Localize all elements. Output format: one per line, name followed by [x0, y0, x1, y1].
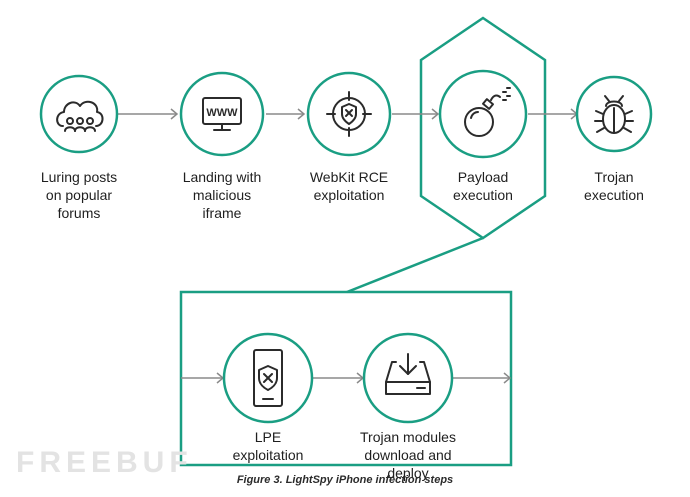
cloud-users-icon	[56, 100, 104, 132]
freebuf-watermark: FREEBUF	[16, 446, 193, 479]
bomb-icon	[464, 87, 511, 137]
label-lpe: LPE exploitation	[232, 429, 304, 463]
crosshair-shield-icon	[326, 91, 372, 137]
label-modules: Trojan modules download and deploy	[360, 429, 456, 481]
download-drive-icon	[385, 353, 431, 395]
phone-shield-icon	[253, 349, 283, 407]
label-payload: Payload execution	[453, 169, 513, 203]
label-webkit: WebKit RCE exploitation	[309, 169, 389, 203]
step-circle-modules	[362, 332, 454, 424]
label-landing: Landing with malicious iframe	[182, 169, 262, 221]
figure-caption: Figure 3. LightSpy iPhone infection step…	[236, 474, 454, 486]
step-circle-luring	[39, 74, 119, 154]
www-monitor-icon	[202, 97, 242, 131]
www-text: WWW	[206, 107, 238, 119]
label-luring: Luring posts on popular forums	[40, 169, 118, 221]
label-trojan: Trojan execution	[584, 169, 644, 203]
connector-line	[346, 236, 484, 294]
step-circle-landing	[179, 71, 265, 157]
step-circle-payload	[438, 69, 528, 159]
bug-icon	[594, 95, 634, 134]
